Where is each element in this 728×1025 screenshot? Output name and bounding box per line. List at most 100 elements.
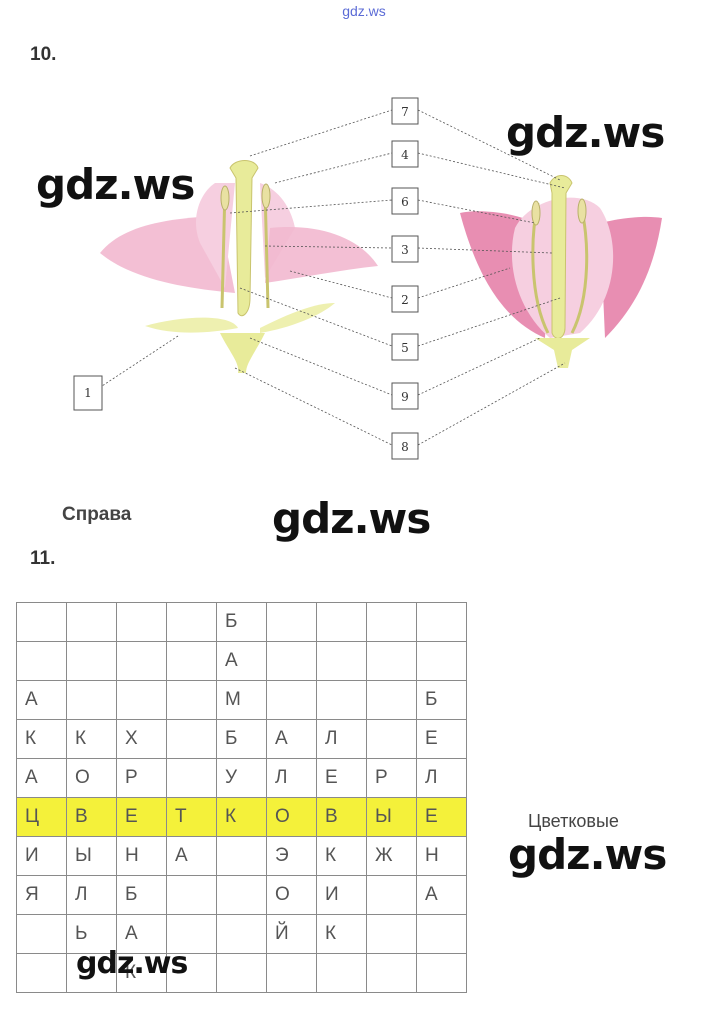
label-2: 2	[401, 293, 409, 307]
grid-cell	[266, 953, 317, 993]
label-5: 5	[401, 341, 409, 355]
grid-cell: Л	[266, 758, 317, 798]
flower-diagram: 7 4 6 3 2 5 9 8 1	[73, 97, 662, 460]
grid-cell	[366, 602, 417, 642]
grid-row: Б	[16, 602, 467, 642]
grid-cell	[416, 641, 467, 681]
grid-cell: Л	[416, 758, 467, 798]
grid-cell	[216, 875, 267, 915]
label-6: 6	[401, 195, 409, 209]
watermark-grid-right: gdz.ws	[508, 830, 667, 879]
grid-cell: В	[316, 797, 367, 837]
grid-cell: Ы	[366, 797, 417, 837]
right-flower	[460, 175, 662, 368]
grid-cell	[166, 641, 217, 681]
grid-cell: Л	[316, 719, 367, 759]
grid-cell	[216, 836, 267, 876]
left-flower	[100, 160, 378, 373]
grid-cell	[166, 953, 217, 993]
watermark-left: gdz.ws	[36, 160, 195, 209]
grid-cell: А	[216, 641, 267, 681]
label-3: 3	[401, 243, 409, 257]
grid-cell: Е	[316, 758, 367, 798]
grid-cell	[316, 641, 367, 681]
grid-cell: О	[266, 875, 317, 915]
grid-cell: К	[316, 836, 367, 876]
grid-cell	[16, 953, 67, 993]
grid-cell	[16, 602, 67, 642]
grid-cell: Э	[266, 836, 317, 876]
grid-cell	[66, 641, 117, 681]
grid-cell: Б	[216, 719, 267, 759]
grid-cell	[166, 758, 217, 798]
grid-cell	[416, 914, 467, 954]
grid-cell: В	[66, 797, 117, 837]
grid-cell: Ж	[366, 836, 417, 876]
grid-cell: Х	[116, 719, 167, 759]
label-7: 7	[401, 105, 409, 119]
grid-cell: Н	[416, 836, 467, 876]
label-1: 1	[84, 386, 92, 400]
grid-row: А	[16, 641, 467, 681]
grid-cell: К	[16, 719, 67, 759]
grid-cell	[116, 680, 167, 720]
grid-cell	[66, 680, 117, 720]
grid-cell: К	[316, 914, 367, 954]
label-9: 9	[401, 390, 409, 404]
grid-cell	[416, 602, 467, 642]
grid-cell	[66, 602, 117, 642]
grid-cell: Й	[266, 914, 317, 954]
grid-cell: Ы	[66, 836, 117, 876]
grid-cell	[16, 914, 67, 954]
grid-cell: Л	[66, 875, 117, 915]
grid-cell: А	[166, 836, 217, 876]
grid-cell: М	[216, 680, 267, 720]
grid-cell: О	[266, 797, 317, 837]
grid-cell: А	[16, 758, 67, 798]
grid-cell: Т	[166, 797, 217, 837]
grid-cell: К	[66, 719, 117, 759]
grid-cell: Ц	[16, 797, 67, 837]
grid-cell	[266, 602, 317, 642]
grid-cell	[366, 641, 417, 681]
label-4: 4	[401, 148, 409, 162]
grid-cell	[166, 602, 217, 642]
watermark-right: gdz.ws	[506, 108, 665, 157]
grid-cell: А	[116, 914, 167, 954]
answer-caption: Справа	[62, 504, 132, 525]
grid-cell: Р	[116, 758, 167, 798]
grid-cell	[316, 953, 367, 993]
grid-cell	[366, 680, 417, 720]
grid-row: К	[16, 953, 467, 993]
grid-cell	[266, 680, 317, 720]
task-number-10: 10.	[30, 44, 57, 65]
grid-cell: А	[16, 680, 67, 720]
grid-cell: Б	[216, 602, 267, 642]
grid-cell: О	[66, 758, 117, 798]
grid-cell: У	[216, 758, 267, 798]
watermark-center: gdz.ws	[272, 494, 431, 543]
grid-cell	[216, 953, 267, 993]
grid-cell: Ь	[66, 914, 117, 954]
answer-word: Цветковые	[528, 811, 619, 831]
grid-cell: Б	[116, 875, 167, 915]
grid-cell	[166, 875, 217, 915]
label-boxes: 7 4 6 3 2 5 9 8 1	[73, 97, 419, 460]
leader-lines	[101, 109, 566, 446]
grid-cell	[116, 641, 167, 681]
grid-cell	[416, 953, 467, 993]
grid-cell: Н	[116, 836, 167, 876]
grid-cell: К	[116, 953, 167, 993]
grid-cell	[216, 914, 267, 954]
watermark-grid-left: gdz.ws	[76, 946, 188, 981]
grid-cell	[316, 602, 367, 642]
grid-cell	[166, 719, 217, 759]
grid-cell	[366, 953, 417, 993]
grid-cell: Я	[16, 875, 67, 915]
grid-cell	[116, 602, 167, 642]
